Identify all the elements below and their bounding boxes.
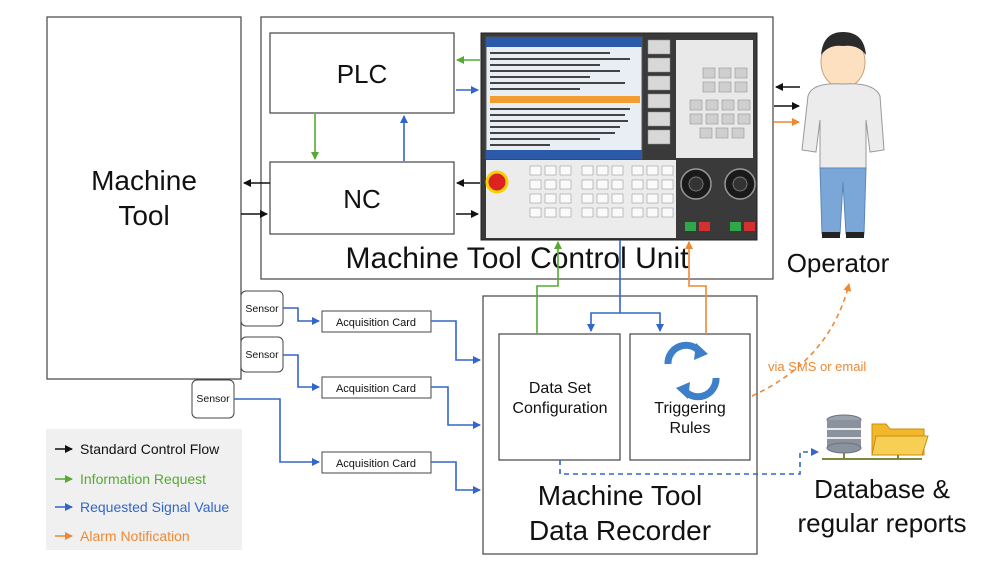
folder-icon bbox=[871, 423, 929, 456]
operator-figure bbox=[801, 32, 885, 238]
refresh-icon bbox=[664, 341, 720, 401]
acquisition-card-label-3: Acquisition Card bbox=[336, 458, 416, 470]
legend-item-standard: Standard Control Flow bbox=[55, 441, 220, 457]
arrow-triggering-to-panel bbox=[685, 241, 707, 334]
arrow-sensor3-to-card3 bbox=[234, 398, 320, 466]
legend-item-information: Information Request bbox=[55, 471, 206, 487]
arrow-sensor2-to-card2 bbox=[283, 354, 320, 391]
nc-box bbox=[269, 161, 455, 235]
database-label-2: regular reports bbox=[797, 508, 966, 538]
sensor-label-3: Sensor bbox=[196, 393, 230, 405]
via-sms-label: via SMS or email bbox=[768, 359, 866, 374]
acquisition-card-label-1: Acquisition Card bbox=[336, 317, 416, 329]
data-set-label-1: Data Set bbox=[529, 380, 592, 397]
data-set-box bbox=[498, 333, 621, 461]
legend-label-standard: Standard Control Flow bbox=[80, 441, 220, 457]
data-set-label-2: Configuration bbox=[512, 400, 607, 417]
database-label-1: Database & bbox=[814, 474, 950, 504]
control-unit-label: Machine Tool Control Unit bbox=[346, 242, 690, 275]
legend-label-alarm: Alarm Notification bbox=[80, 528, 190, 544]
legend-item-alarm: Alarm Notification bbox=[55, 528, 190, 544]
data-recorder-label-2: Data Recorder bbox=[529, 515, 711, 546]
legend-item-requested: Requested Signal Value bbox=[55, 499, 229, 515]
arrow-to-dataset bbox=[587, 312, 620, 332]
legend-label-requested: Requested Signal Value bbox=[80, 499, 229, 515]
arrow-to-triggering bbox=[620, 312, 664, 332]
arrow-dataset-to-panel bbox=[536, 241, 562, 334]
database-icon bbox=[826, 414, 862, 454]
arrow-triggering-to-operator bbox=[751, 283, 852, 397]
acquisition-card-label-2: Acquisition Card bbox=[336, 383, 416, 395]
legend-box bbox=[46, 429, 242, 550]
sensor-label-1: Sensor bbox=[245, 303, 279, 315]
arrow-card1-to-recorder bbox=[431, 320, 481, 364]
plc-label: PLC bbox=[337, 59, 388, 89]
triggering-label-2: Rules bbox=[670, 420, 711, 437]
arrow-card3-to-recorder bbox=[431, 461, 481, 494]
arrow-card2-to-recorder bbox=[431, 386, 481, 429]
triggering-label-1: Triggering bbox=[654, 400, 725, 417]
data-recorder-label-1: Machine Tool bbox=[538, 480, 702, 511]
machine-tool-label-1: Machine bbox=[91, 165, 197, 196]
plc-box bbox=[269, 32, 455, 114]
arrow-sensor1-to-card1 bbox=[283, 307, 320, 325]
nc-label: NC bbox=[343, 184, 381, 214]
cnc-control-panel bbox=[480, 32, 758, 241]
operator-label: Operator bbox=[787, 248, 890, 278]
arrow-dataset-to-database bbox=[559, 448, 819, 475]
legend-label-information: Information Request bbox=[80, 471, 206, 487]
machine-tool-box bbox=[46, 16, 242, 380]
machine-tool-label-2: Tool bbox=[118, 200, 169, 231]
sensor-label-2: Sensor bbox=[245, 349, 279, 361]
